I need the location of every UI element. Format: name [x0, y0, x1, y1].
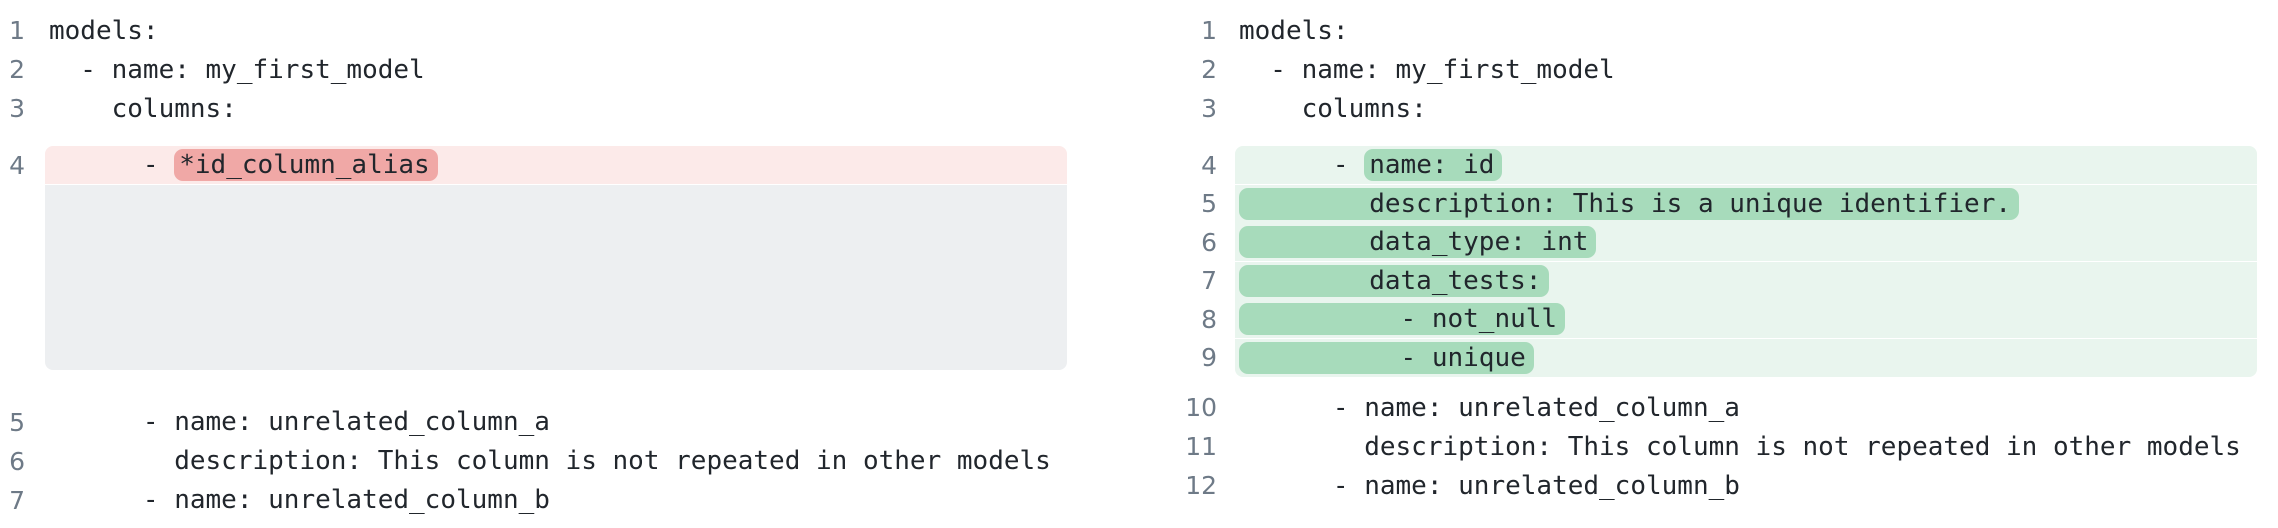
- line-content: description: This column is not repeated…: [1239, 431, 2241, 462]
- code-line-context: 2 - name: my_first_model: [1139, 50, 2278, 89]
- line-content: - name: unrelated_column_b: [49, 485, 550, 515]
- code-line-context: 5 - name: unrelated_column_a: [0, 403, 1139, 442]
- line-content: - name: unrelated_column_a: [49, 407, 550, 437]
- line-number: 9: [1201, 343, 1217, 373]
- line-number: 1: [9, 16, 25, 45]
- line-content: models:: [49, 15, 159, 46]
- line-content: - name: my_first_model: [1239, 54, 1615, 85]
- alignment-spacer-row: [0, 184, 1139, 403]
- spacer-gutter: [0, 185, 45, 403]
- line-content: - unique: [1235, 338, 2257, 377]
- code-line-context: 2 - name: my_first_model: [0, 50, 1139, 89]
- code-line-added: 8 - not_null: [1139, 300, 2278, 339]
- added-token: data_type: int: [1239, 226, 1597, 259]
- code-line-added: 4 - name: id: [1139, 146, 2278, 185]
- line-number: 10: [1185, 393, 1217, 422]
- line-number: 5: [1201, 189, 1217, 219]
- code-line-context: 12 - name: unrelated_column_b: [1139, 466, 2278, 505]
- code-line-added: 6 data_type: int: [1139, 223, 2278, 262]
- line-content: data_tests:: [1235, 261, 2257, 300]
- added-token: name: id: [1364, 149, 1503, 182]
- code-line-context: 3 columns:: [1139, 89, 2278, 128]
- code-line-added: 7 data_tests:: [1139, 261, 2278, 301]
- code-line-context: 11 description: This column is not repea…: [1139, 427, 2278, 466]
- line-number: 12: [1185, 471, 1217, 500]
- line-content: - not_null: [1235, 300, 2257, 339]
- line-number: 3: [1201, 94, 1217, 123]
- code-line-added: 9 - unique: [1139, 338, 2278, 378]
- line-content: - name: unrelated_column_b: [1239, 470, 1740, 501]
- line-number: 7: [1201, 266, 1217, 296]
- line-number: 7: [9, 485, 25, 515]
- line-number: 4: [1201, 150, 1217, 180]
- line-content: columns:: [49, 93, 237, 124]
- code-line-context: 3 columns:: [0, 89, 1139, 128]
- line-number: 1: [1201, 16, 1217, 45]
- line-content: data_type: int: [1235, 223, 2257, 262]
- line-number: 5: [9, 407, 25, 437]
- code-line-context: 10 - name: unrelated_column_a: [1139, 388, 2278, 427]
- line-number: 2: [1201, 55, 1217, 84]
- removed-token: *id_column_alias: [174, 149, 438, 182]
- line-number: 11: [1185, 432, 1217, 461]
- spacer-block: [45, 184, 1067, 370]
- code-line-context: 7 - name: unrelated_column_b: [0, 481, 1139, 520]
- line-content: description: This column is not repeated…: [49, 446, 1051, 476]
- code-line-context: 1 models:: [1139, 11, 2278, 50]
- line-content: - *id_column_alias: [45, 146, 1067, 185]
- line-number: 4: [9, 150, 25, 180]
- line-content: description: This is a unique identifier…: [1235, 184, 2257, 223]
- code-line-removed: 4 - *id_column_alias: [0, 146, 1139, 185]
- line-content: - name: my_first_model: [49, 54, 425, 85]
- added-token: description: This is a unique identifier…: [1239, 187, 2020, 220]
- added-token: - not_null: [1239, 303, 1566, 336]
- line-number: 8: [1201, 304, 1217, 334]
- line-content: - name: id: [1235, 146, 2257, 185]
- line-content: columns:: [1239, 93, 1427, 124]
- code-line-context: 6 description: This column is not repeat…: [0, 442, 1139, 481]
- code-line-context: 1 models:: [0, 11, 1139, 50]
- line-content: - name: unrelated_column_a: [1239, 392, 1740, 423]
- added-token: data_tests:: [1239, 264, 1550, 297]
- line-content: models:: [1239, 15, 1349, 46]
- line-number: 6: [1201, 227, 1217, 257]
- added-token: - unique: [1239, 341, 1534, 374]
- line-number: 6: [9, 446, 25, 476]
- code-line-added: 5 description: This is a unique identifi…: [1139, 184, 2278, 224]
- line-number: 3: [9, 94, 25, 123]
- line-number: 2: [9, 55, 25, 84]
